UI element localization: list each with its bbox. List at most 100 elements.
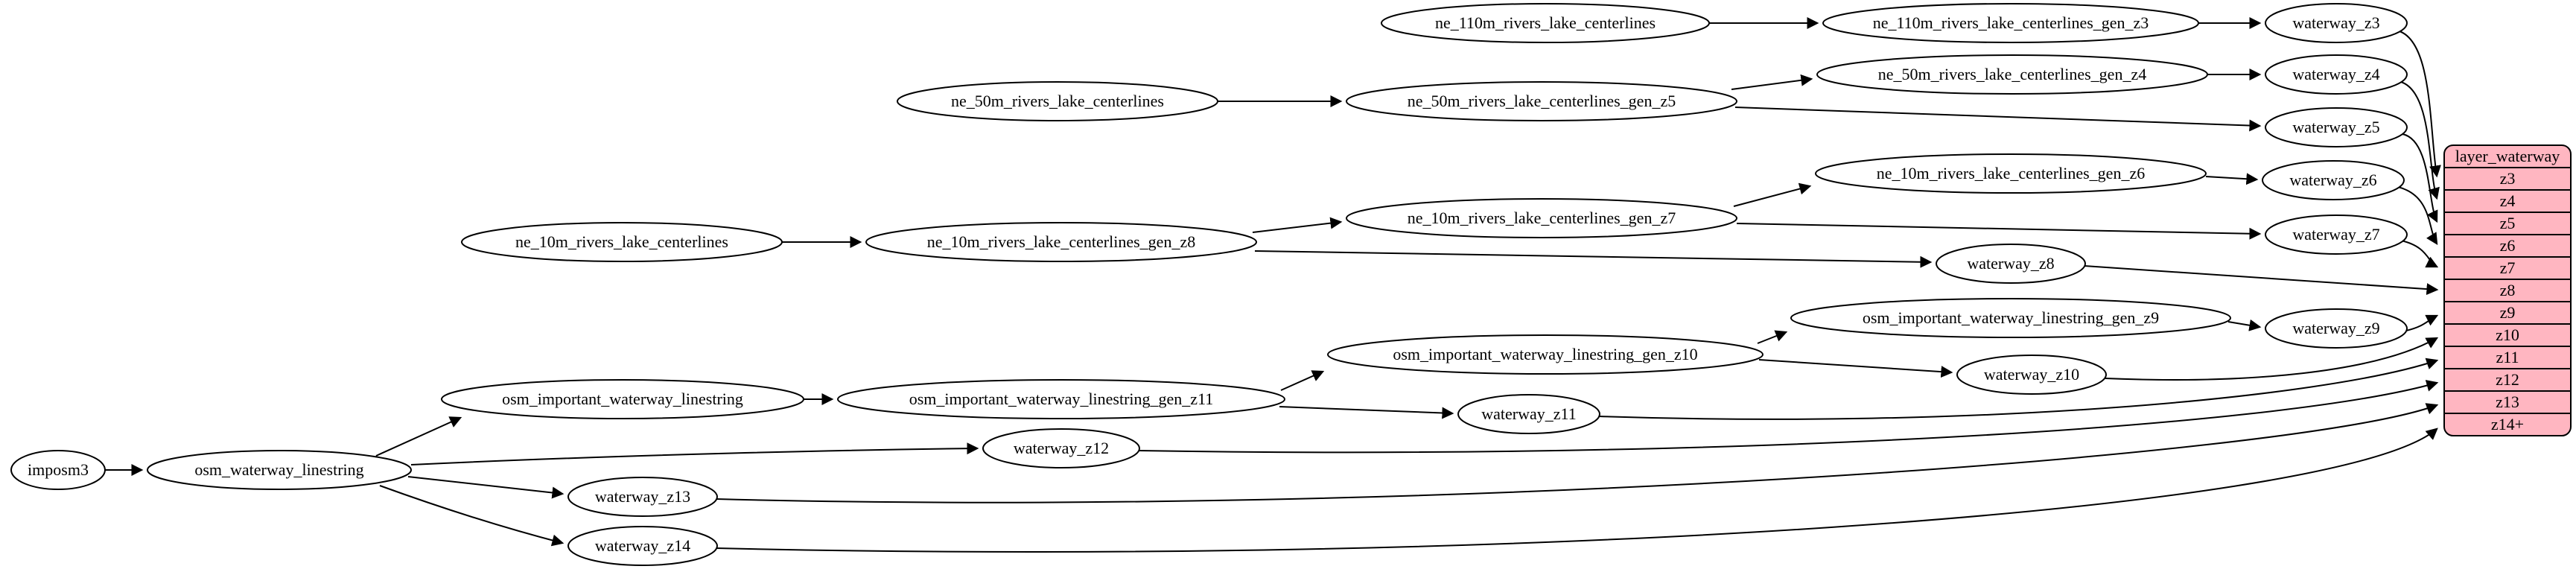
node-ne_50m_rivers_lake_centerlines-label: ne_50m_rivers_lake_centerlines [951,92,1164,110]
edge-waterway_z9-row_z9 [2405,314,2439,331]
node-ne_50m_rivers_lake_centerlines_gen_z4: ne_50m_rivers_lake_centerlines_gen_z4 [1816,54,2208,95]
table-row-z13: z13 [2496,393,2519,411]
edge-osm_waterway_linestring-osm_important_waterway_linestring [375,416,462,457]
edge-gen_z5-waterway_z5 [1734,107,2262,132]
edge-waterway_z10-row_z10 [2105,337,2439,381]
edge-gen_z11-gen_z10 [1280,370,1325,391]
edge-gen_z7-gen_z6 [1733,182,1812,207]
node-osm_waterway_linestring: osm_waterway_linestring [147,450,412,490]
edges-layer [105,17,2441,553]
edge-gen_z8-gen_z7 [1252,217,1343,233]
node-ne_10m_rivers_lake_centerlines-shape [461,222,783,262]
node-ne_50m_rivers_lake_centerlines_gen_z4-label: ne_50m_rivers_lake_centerlines_gen_z4 [1878,65,2146,83]
edge-waterway_z7-row_z7 [2400,240,2439,268]
node-waterway_z10-shape [1956,355,2107,395]
table-row-z14plus: z14+ [2491,415,2524,433]
node-osm_important_waterway_linestring_gen_z10-shape [1327,334,1764,375]
node-ne_110m_rivers_lake_centerlines-label: ne_110m_rivers_lake_centerlines [1435,13,1656,32]
edge-osm_waterway_linestring-waterway_z13 [407,476,565,499]
table-layer_waterway-box [2443,144,2572,436]
table-row-z3: z3 [2500,169,2516,188]
node-osm_waterway_linestring-label: osm_waterway_linestring [194,460,363,479]
edge-waterway_z5-row_z5 [2402,133,2438,223]
node-waterway_z8-shape [1936,244,2086,284]
edge-osm_waterway_linestring-waterway_z12 [410,442,979,465]
node-waterway_z9-label: waterway_z9 [2292,319,2379,337]
edge-gen_z9-waterway_z9 [2227,319,2262,331]
edge-gen_z8-waterway_z8 [1254,250,1933,268]
table-row-z12: z12 [2496,370,2519,389]
node-waterway_z7-label: waterway_z7 [2292,225,2379,244]
node-osm_waterway_linestring-shape [147,450,412,490]
table-row-z5: z5 [2500,214,2516,232]
node-ne_10m_rivers_lake_centerlines_gen_z8-label: ne_10m_rivers_lake_centerlines_gen_z8 [927,232,1195,251]
table-row-z11: z11 [2496,348,2519,366]
node-osm_important_waterway_linestring_gen_z9-shape [1790,298,2231,338]
node-waterway_z12: waterway_z12 [982,428,1140,468]
table-row-z9: z9 [2500,303,2516,322]
node-osm_important_waterway_linestring_gen_z11: osm_important_waterway_linestring_gen_z1… [837,379,1285,419]
node-waterway_z14: waterway_z14 [567,526,718,566]
edge-gen_z10-gen_z9 [1757,330,1788,344]
edge-waterway_z6-row_z6 [2397,186,2438,246]
table-row-z7: z7 [2500,258,2516,277]
node-waterway_z14-shape [567,526,718,566]
node-osm_important_waterway_linestring_gen_z9: osm_important_waterway_linestring_gen_z9 [1790,298,2231,338]
node-osm_important_waterway_linestring: osm_important_waterway_linestring [441,379,804,419]
node-imposm3-shape [10,450,106,490]
node-waterway_z6-label: waterway_z6 [2289,171,2376,189]
node-ne_110m_rivers_lake_centerlines_gen_z3: ne_110m_rivers_lake_centerlines_gen_z3 [1822,3,2199,43]
node-waterway_z8: waterway_z8 [1936,244,2086,284]
node-waterway_z14-label: waterway_z14 [595,536,690,555]
node-waterway_z10: waterway_z10 [1956,355,2107,395]
table-layer_waterway: layer_waterway z3 z4 z5 z6 z7 z8 z9 z10 … [2443,144,2572,436]
node-ne_10m_rivers_lake_centerlines_gen_z7-shape [1346,198,1737,238]
table-header: layer_waterway [2455,147,2560,165]
node-waterway_z11: waterway_z11 [1457,394,1600,434]
node-waterway_z13: waterway_z13 [567,477,718,517]
node-waterway_z7-shape [2265,214,2408,255]
node-waterway_z11-shape [1457,394,1600,434]
node-waterway_z11-label: waterway_z11 [1481,404,1576,423]
node-ne_50m_rivers_lake_centerlines: ne_50m_rivers_lake_centerlines [897,81,1218,121]
node-waterway_z8-label: waterway_z8 [1967,254,2054,273]
node-waterway_z12-label: waterway_z12 [1014,439,1109,457]
node-ne_10m_rivers_lake_centerlines-label: ne_10m_rivers_lake_centerlines [515,232,728,251]
node-waterway_z4-label: waterway_z4 [2292,65,2379,83]
edge-gen_z6-waterway_z6 [2205,173,2259,185]
edge-waterway_z11-row_z11 [1598,358,2439,420]
node-osm_important_waterway_linestring_gen_z11-shape [837,379,1285,419]
node-osm_important_waterway_linestring-shape [441,379,804,419]
node-ne_10m_rivers_lake_centerlines_gen_z7-label: ne_10m_rivers_lake_centerlines_gen_z7 [1408,209,1676,227]
node-waterway_z9: waterway_z9 [2265,308,2408,349]
node-ne_10m_rivers_lake_centerlines: ne_10m_rivers_lake_centerlines [461,222,783,262]
node-osm_important_waterway_linestring-label: osm_important_waterway_linestring [502,390,743,408]
edge-waterway_z8-row_z8 [2084,265,2439,296]
edge-waterway_z13-row_z13 [716,403,2439,503]
edge-waterway_z4-row_z4 [2400,81,2440,200]
node-imposm3-label: imposm3 [28,460,89,479]
edge-gen_z5-gen_z4 [1731,74,1813,90]
node-osm_important_waterway_linestring_gen_z10: osm_important_waterway_linestring_gen_z1… [1327,334,1764,375]
node-osm_important_waterway_linestring_gen_z10-label: osm_important_waterway_linestring_gen_z1… [1393,345,1697,363]
node-waterway_z9-shape [2265,308,2408,349]
node-waterway_z7: waterway_z7 [2265,214,2408,255]
node-ne_50m_rivers_lake_centerlines_gen_z4-shape [1816,54,2208,95]
node-waterway_z5-shape [2265,107,2408,147]
edge-waterway_z3-row_z3 [2399,31,2441,178]
node-waterway_z3-label: waterway_z3 [2292,13,2379,32]
node-ne_50m_rivers_lake_centerlines_gen_z5-shape [1346,81,1737,121]
node-ne_110m_rivers_lake_centerlines: ne_110m_rivers_lake_centerlines [1381,3,1710,43]
node-ne_10m_rivers_lake_centerlines_gen_z7: ne_10m_rivers_lake_centerlines_gen_z7 [1346,198,1737,238]
node-waterway_z4-shape [2265,54,2408,95]
node-waterway_z6-shape [2262,160,2405,200]
node-waterway_z13-shape [567,477,718,517]
node-imposm3: imposm3 [10,450,106,490]
edge-gen_z7-waterway_z7 [1736,223,2262,240]
node-ne_10m_rivers_lake_centerlines_gen_z6-shape [1815,153,2207,194]
node-waterway_z3: waterway_z3 [2265,3,2408,43]
node-ne_10m_rivers_lake_centerlines_gen_z8: ne_10m_rivers_lake_centerlines_gen_z8 [865,222,1257,262]
node-ne_110m_rivers_lake_centerlines-shape [1381,3,1710,43]
